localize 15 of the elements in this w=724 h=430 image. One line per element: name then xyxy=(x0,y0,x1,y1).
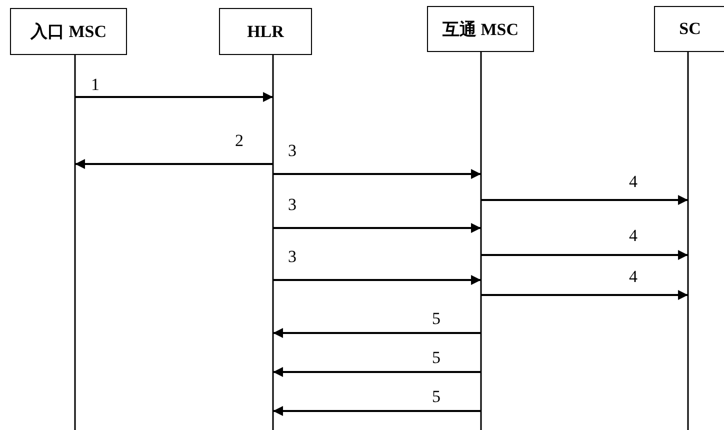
arrow xyxy=(75,92,273,102)
arrow xyxy=(273,367,481,377)
arrow xyxy=(273,406,481,416)
arrow xyxy=(481,290,688,300)
lifeline-header-box: HLR xyxy=(219,8,312,55)
arrow xyxy=(75,159,273,169)
arrow xyxy=(273,169,481,179)
arrow xyxy=(273,223,481,233)
arrow xyxy=(273,328,481,338)
arrow xyxy=(273,275,481,285)
lifeline-header-box: 入口 MSC xyxy=(10,8,127,55)
lifeline-header-box: SC xyxy=(654,6,724,52)
arrow xyxy=(481,250,688,260)
lifeline-header-box: 互通 MSC xyxy=(427,6,534,52)
arrow xyxy=(481,195,688,205)
